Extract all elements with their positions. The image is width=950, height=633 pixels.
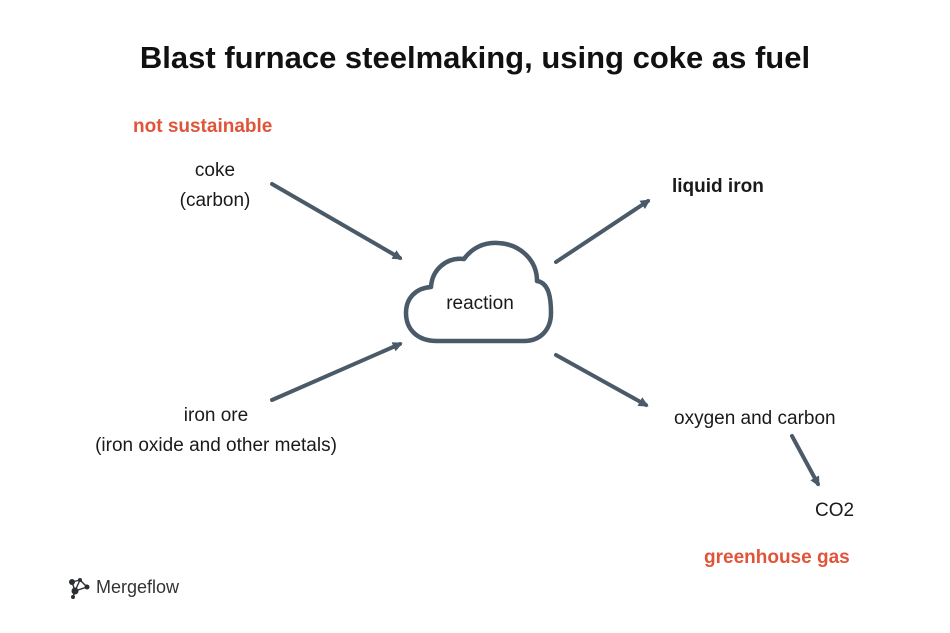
reaction-label: reaction [446, 293, 514, 314]
coke-label: coke [194, 160, 236, 181]
liquid-iron-output: liquid iron [672, 176, 764, 197]
cloud-icon [403, 240, 554, 344]
iron-ore-input-node: iron ore (iron oxide and other metals) [58, 401, 374, 461]
arrow-reaction-to-oxygen-carbon [554, 353, 649, 407]
iron-ore-sublabel: (iron oxide and other metals) [95, 435, 337, 456]
coke-input-node: coke (carbon) [152, 156, 278, 216]
oxygen-carbon-output: oxygen and carbon [674, 408, 836, 429]
arrow-coke-to-reaction [270, 182, 403, 260]
mergeflow-brand-name: Mergeflow [96, 576, 180, 597]
arrow-oxygen-carbon-to-co2 [790, 434, 820, 487]
greenhouse-gas-label: greenhouse gas [704, 547, 850, 568]
co2-output: CO2 [815, 500, 855, 521]
mergeflow-logo-icon [69, 578, 90, 599]
arrow-reaction-to-iron [554, 199, 651, 264]
not-sustainable-label: not sustainable [133, 116, 273, 137]
arrow-ore-to-reaction [270, 342, 403, 402]
iron-ore-label: iron ore [183, 405, 249, 426]
diagram-title: Blast furnace steelmaking, using coke as… [139, 40, 811, 75]
coke-sublabel: (carbon) [179, 190, 251, 211]
mergeflow-logo: Mergeflow [66, 574, 179, 600]
